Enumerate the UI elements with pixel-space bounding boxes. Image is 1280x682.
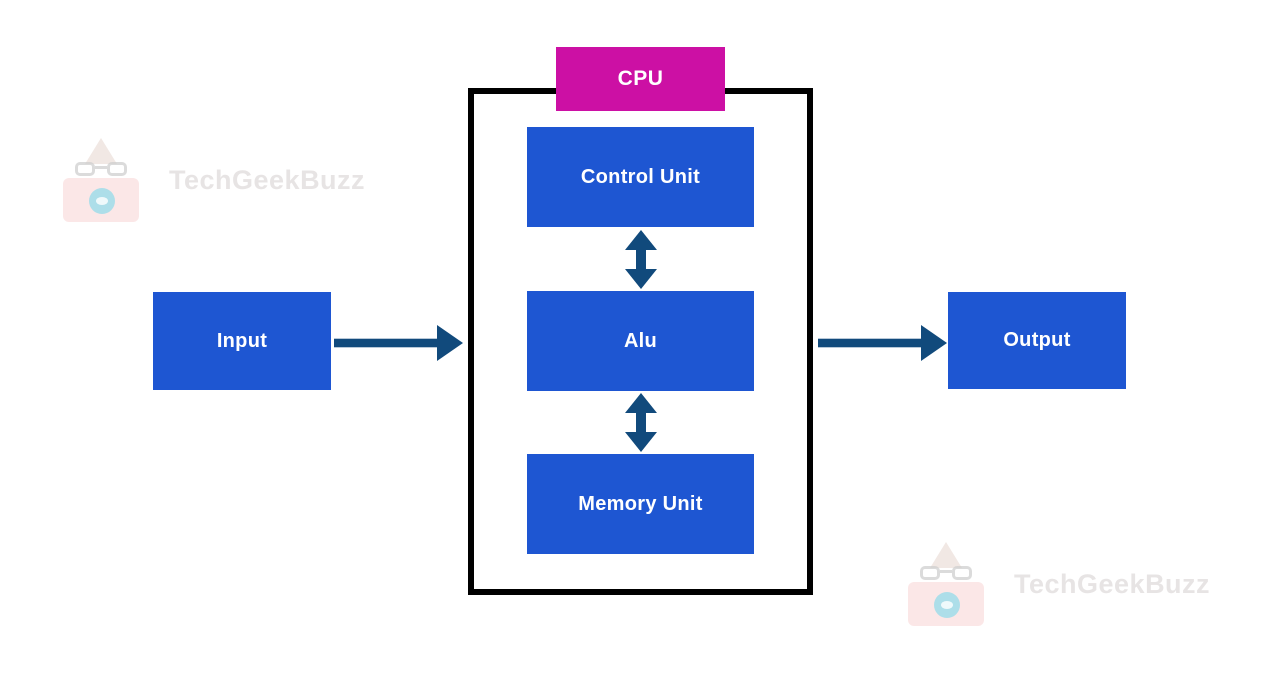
double-arrow-vertical-icon xyxy=(623,393,659,452)
cpu-title-block: CPU xyxy=(556,47,725,111)
watermark-bottom-right: TechGeekBuzz xyxy=(908,542,1210,626)
input-block: Input xyxy=(153,292,331,390)
output-label: Output xyxy=(1003,329,1071,351)
memory-unit-label: Memory Unit xyxy=(578,492,703,515)
watermark-top-left: TechGeekBuzz xyxy=(63,138,365,222)
arrow-right-icon xyxy=(818,325,947,361)
techgeekbuzz-logo-icon xyxy=(63,138,139,222)
logo-hat-icon xyxy=(930,542,962,568)
arrow-right-icon xyxy=(334,325,463,361)
techgeekbuzz-logo-icon xyxy=(908,542,984,626)
output-block: Output xyxy=(948,292,1126,389)
logo-glasses-icon xyxy=(75,162,127,178)
control-unit-block: Control Unit xyxy=(527,127,754,227)
memory-unit-block: Memory Unit xyxy=(527,454,754,554)
cpu-title-label: CPU xyxy=(617,67,664,90)
alu-label: Alu xyxy=(623,329,658,352)
watermark-text: TechGeekBuzz xyxy=(169,164,366,195)
logo-glasses-icon xyxy=(920,566,972,582)
watermark-text: TechGeekBuzz xyxy=(1014,568,1211,599)
control-unit-label: Control Unit xyxy=(580,165,701,188)
input-label: Input xyxy=(216,329,268,352)
double-arrow-vertical-icon xyxy=(623,230,659,289)
logo-hat-icon xyxy=(85,138,117,164)
alu-block: Alu xyxy=(527,291,754,391)
